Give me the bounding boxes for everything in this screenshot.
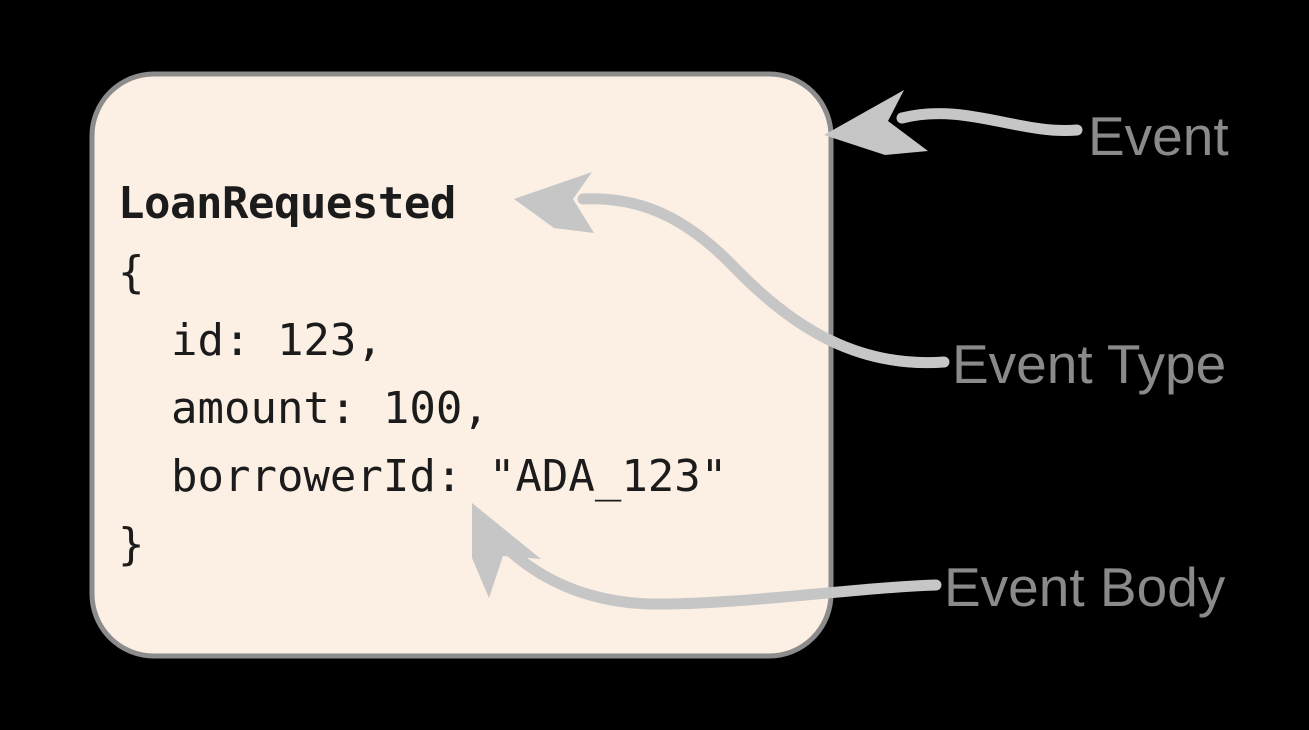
callout-event-body[interactable]: Event Body	[472, 503, 1226, 618]
event-body-close-brace: }	[118, 519, 145, 570]
event-body-line-amount: amount: 100,	[118, 383, 489, 434]
event-body-open-brace: {	[118, 247, 145, 298]
callout-event-body-label: Event Body	[944, 556, 1226, 618]
event-type-text: LoanRequested	[118, 178, 456, 229]
callout-event-body-connector	[504, 545, 942, 610]
callout-event[interactable]: Event	[824, 90, 1229, 167]
callout-event-type[interactable]: Event Type	[514, 172, 1226, 395]
event-box[interactable]: LoanRequested { id: 123, amount: 100, bo…	[89, 71, 834, 659]
callout-event-arrowhead	[824, 90, 928, 155]
callout-event-connector	[896, 108, 1083, 137]
callout-event-type-connector	[577, 193, 950, 369]
event-body-line-borrowerid: borrowerId: "ADA_123"	[118, 451, 727, 502]
callout-event-type-arrowhead	[514, 172, 594, 233]
event-body-line-id: id: 123,	[118, 315, 383, 366]
callout-event-label: Event	[1088, 105, 1229, 167]
callout-event-type-label: Event Type	[952, 333, 1226, 395]
event-box-rect	[89, 71, 834, 659]
callout-event-body-arrowhead	[472, 503, 541, 598]
